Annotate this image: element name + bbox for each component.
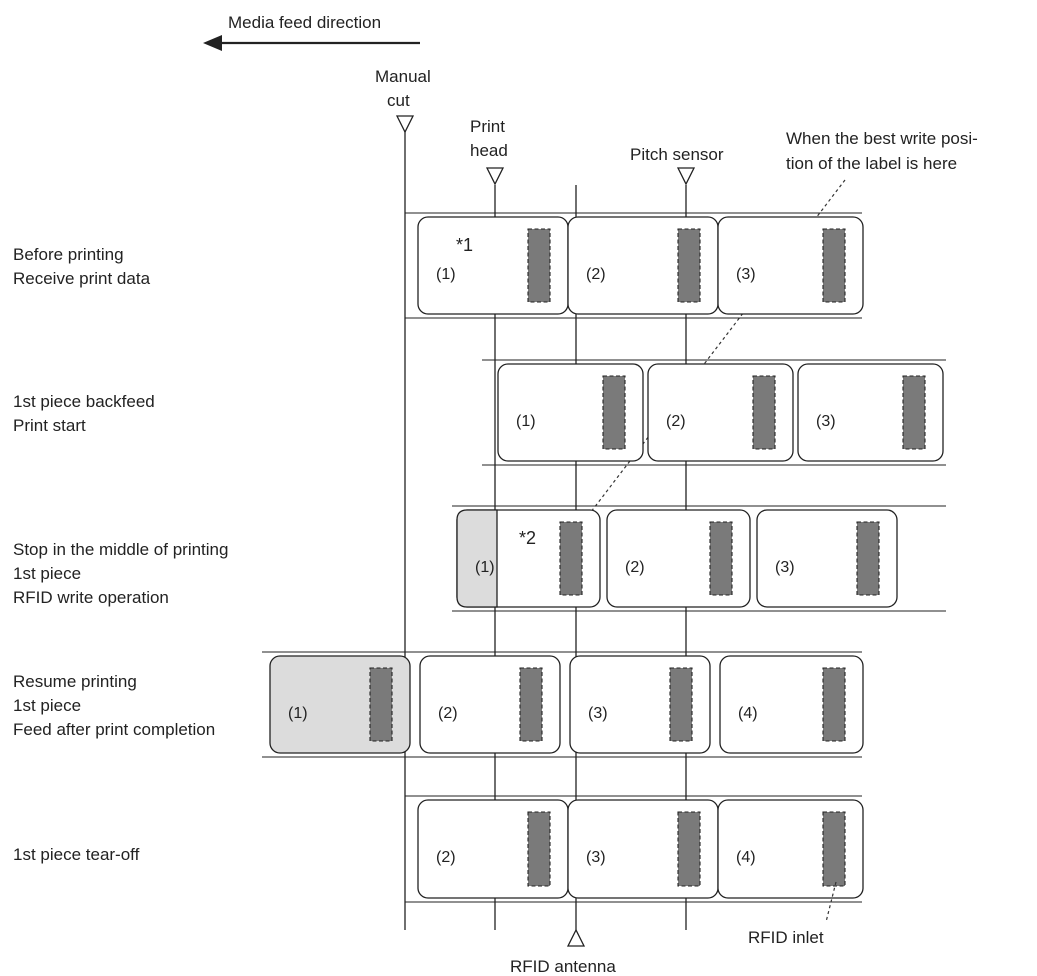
step-description-line: Print start bbox=[13, 416, 86, 435]
rfid-inlet-icon bbox=[902, 375, 926, 450]
label-piece: (1) bbox=[269, 655, 411, 754]
print-head-marker: Print head bbox=[470, 117, 508, 186]
step-description-line: 1st piece bbox=[13, 564, 81, 583]
manual-cut-label-line-2: cut bbox=[387, 91, 410, 110]
label-piece: (4) bbox=[719, 655, 864, 754]
label-piece: (1) *2 bbox=[456, 509, 601, 608]
pitch-sensor-triangle-icon bbox=[676, 167, 696, 186]
rfid-antenna-triangle-icon bbox=[566, 928, 586, 947]
rfid-inlet-leader-line bbox=[825, 881, 837, 923]
label-number: (1) bbox=[436, 266, 456, 283]
label-piece: (1)*1 bbox=[417, 216, 569, 315]
label-piece: (3) bbox=[756, 509, 898, 608]
rfid-inlet-icon bbox=[527, 228, 551, 303]
label-number: (2) bbox=[625, 559, 645, 576]
rfid-inlet-icon bbox=[752, 375, 776, 450]
step-description-line: 1st piece tear-off bbox=[13, 845, 140, 864]
step-description-line: Feed after print completion bbox=[13, 720, 215, 739]
rfid-inlet-icon bbox=[559, 521, 583, 596]
step-description-line: Receive print data bbox=[13, 269, 151, 288]
rfid-inlet-icon bbox=[677, 228, 701, 303]
label-piece: (2) bbox=[647, 363, 794, 462]
rfid-inlet-icon bbox=[822, 811, 846, 887]
label-number: (2) bbox=[436, 849, 456, 866]
rfid-antenna-marker: RFID antenna bbox=[510, 928, 616, 976]
label-piece: (3) bbox=[797, 363, 944, 462]
manual-cut-label-line-1: Manual bbox=[375, 67, 431, 86]
label-piece: (2) bbox=[417, 799, 569, 899]
rfid-inlet-icon bbox=[822, 667, 846, 742]
print-head-label-line-2: head bbox=[470, 141, 508, 160]
step-description-line: 1st piece backfeed bbox=[13, 392, 155, 411]
rfid-antenna-label: RFID antenna bbox=[510, 957, 616, 976]
rfid-inlet-icon bbox=[677, 811, 701, 887]
label-piece: (3) bbox=[569, 655, 711, 754]
pitch-sensor-label: Pitch sensor bbox=[630, 145, 724, 164]
label-piece: (2) bbox=[606, 509, 751, 608]
rfid-inlet-icon bbox=[369, 667, 393, 742]
label-number: (3) bbox=[588, 705, 608, 722]
step-description-line: 1st piece bbox=[13, 696, 81, 715]
rfid-inlet-icon bbox=[822, 228, 846, 303]
label-number: (4) bbox=[738, 705, 758, 722]
feed-direction-indicator: Media feed direction bbox=[203, 13, 420, 51]
step-row: 1st piece tear-off (2) (3) (4) bbox=[13, 795, 864, 903]
label-number: (3) bbox=[736, 266, 756, 283]
print-head-triangle-icon bbox=[485, 167, 505, 186]
rfid-inlet-label: RFID inlet bbox=[748, 928, 824, 947]
label-piece: (2) bbox=[419, 655, 561, 754]
manual-cut-triangle-icon bbox=[395, 115, 415, 134]
label-number: (1) bbox=[475, 559, 495, 576]
printed-portion bbox=[456, 509, 498, 608]
rfid-inlet-icon bbox=[709, 521, 733, 596]
label-footnote-mark: *2 bbox=[519, 528, 536, 548]
label-number: (3) bbox=[775, 559, 795, 576]
rfid-inlet-callout: RFID inlet bbox=[748, 881, 837, 947]
label-piece: (1) bbox=[497, 363, 644, 462]
step-description-line: Resume printing bbox=[13, 672, 137, 691]
label-piece: (3) bbox=[567, 799, 719, 899]
rfid-inlet-icon bbox=[669, 667, 693, 742]
label-number: (4) bbox=[736, 849, 756, 866]
rfid-inlet-icon bbox=[519, 667, 543, 742]
label-number: (2) bbox=[586, 266, 606, 283]
label-number: (2) bbox=[666, 413, 686, 430]
label-number: (3) bbox=[586, 849, 606, 866]
print-head-label-line-1: Print bbox=[470, 117, 505, 136]
label-number: (2) bbox=[438, 705, 458, 722]
rfid-inlet-icon bbox=[856, 521, 880, 596]
label-number: (3) bbox=[816, 413, 836, 430]
label-piece: (4) bbox=[717, 799, 864, 899]
step-description-line: Stop in the middle of printing bbox=[13, 540, 228, 559]
best-write-callout: When the best write posi- tion of the la… bbox=[583, 129, 978, 522]
rfid-inlet-icon bbox=[602, 375, 626, 450]
best-write-callout-line-2: tion of the label is here bbox=[786, 154, 957, 173]
label-number: (1) bbox=[516, 413, 536, 430]
label-footnote-mark: *1 bbox=[456, 235, 473, 255]
step-description-line: Before printing bbox=[13, 245, 124, 264]
feed-direction-label: Media feed direction bbox=[228, 13, 381, 32]
feed-direction-arrowhead bbox=[203, 35, 222, 51]
label-piece: (3) bbox=[717, 216, 864, 315]
step-row: Stop in the middle of printing 1st pieceR… bbox=[13, 505, 946, 612]
step-description-line: RFID write operation bbox=[13, 588, 169, 607]
pitch-sensor-marker: Pitch sensor bbox=[630, 145, 724, 186]
label-number: (1) bbox=[288, 705, 308, 722]
manual-cut-marker: Manual cut bbox=[375, 67, 431, 134]
label-piece: (2) bbox=[567, 216, 719, 315]
best-write-callout-line-1: When the best write posi- bbox=[786, 129, 978, 148]
rfid-inlet-icon bbox=[527, 811, 551, 887]
